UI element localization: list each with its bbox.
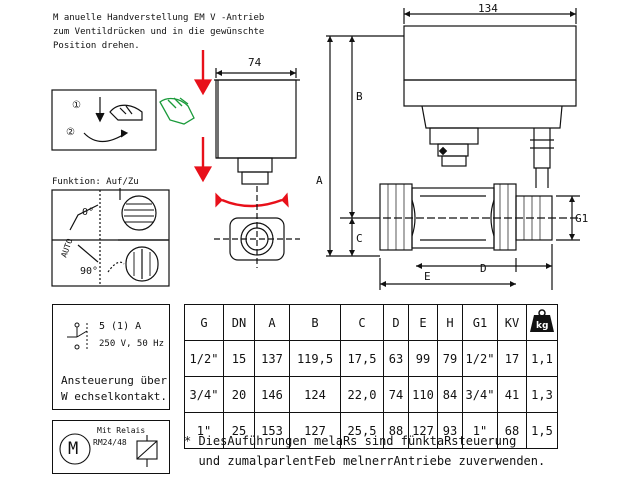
footnote-line-2: und zumalparlentFeb melnerrAntriebe zuve… xyxy=(184,454,546,468)
table-row: 1" 25 153 127 25,5 88 127 93 1" 68 1,5 xyxy=(184,412,558,449)
dim-C-label: C xyxy=(356,232,363,245)
table-cell: 79 xyxy=(437,340,463,377)
step-2-marker: ② xyxy=(66,127,75,138)
function-label: Funktion: Auf/Zu xyxy=(52,177,139,187)
small-actuator-housing xyxy=(215,79,297,159)
red-rotate-arrow xyxy=(221,198,283,208)
relay-caption-1: Ansteuerung über xyxy=(61,374,167,387)
instruction-line-2: zum Ventildrücken und in die gewünschte xyxy=(53,27,265,37)
table-cell: 137 xyxy=(254,340,290,377)
header-cell: C xyxy=(340,304,384,341)
green-hand-icon xyxy=(159,97,195,125)
header-cell: DN xyxy=(223,304,255,341)
table-cell: 127 xyxy=(289,412,341,449)
step-1-marker: ① xyxy=(72,100,81,111)
table-cell: 99 xyxy=(408,340,438,377)
push-arrowhead xyxy=(95,112,105,123)
dim-B-label: B xyxy=(356,90,363,103)
header-cell: E xyxy=(408,304,438,341)
table-row: 3/4" 20 146 124 22,0 74 110 84 3/4" 41 1… xyxy=(184,376,558,413)
relay-caption-2: W echselkontakt. xyxy=(61,390,167,403)
rotate-arrow xyxy=(83,132,127,143)
motor-symbol: M xyxy=(68,439,79,459)
weight-icon: kg xyxy=(526,304,558,341)
table-cell: 1,5 xyxy=(526,412,558,449)
header-cell: KV xyxy=(497,304,527,341)
dim-G1-label: G1 xyxy=(575,212,588,225)
table-cell: 1/2" xyxy=(462,340,498,377)
table-cell: 74 xyxy=(383,376,409,413)
table-cell: 93 xyxy=(437,412,463,449)
dim-D-label: D xyxy=(480,262,487,275)
table-cell: 3/4" xyxy=(184,376,224,413)
table-row: 1/2" 15 137 119,5 17,5 63 99 79 1/2" 17 … xyxy=(184,340,558,377)
angle-open-label: 0° xyxy=(82,207,94,218)
table-cell: 1/2" xyxy=(184,340,224,377)
relay-rating: 5 (1) A xyxy=(99,321,142,332)
header-cell: G1 xyxy=(462,304,498,341)
angle-closed-label: 90° xyxy=(80,266,98,277)
weight-label: kg xyxy=(536,321,548,331)
header-cell: G xyxy=(184,304,224,341)
relay-contact-box: 5 (1) A 250 V, 50 Hz Ansteuerung über W … xyxy=(52,304,170,410)
valve-right-nut xyxy=(493,183,517,251)
table-header-row: G DN A B C D E H G1 KV kg xyxy=(184,304,558,341)
table-cell: 146 xyxy=(254,376,290,413)
auto-lever xyxy=(69,204,99,231)
header-cell: H xyxy=(437,304,463,341)
table-cell: 17 xyxy=(497,340,527,377)
table-cell: 124 xyxy=(289,376,341,413)
ball-closed-icon xyxy=(125,246,159,282)
table-cell: 84 xyxy=(437,376,463,413)
table-cell: 88 xyxy=(383,412,409,449)
table-cell: 153 xyxy=(254,412,290,449)
table-cell: 20 xyxy=(223,376,255,413)
header-cell: A xyxy=(254,304,290,341)
table-cell: 25 xyxy=(223,412,255,449)
function-box xyxy=(51,189,170,287)
table-cell: 41 xyxy=(497,376,527,413)
motor-icon xyxy=(59,433,158,467)
hand-icon xyxy=(109,104,143,121)
table-cell: 63 xyxy=(383,340,409,377)
header-cell: D xyxy=(383,304,409,341)
table-cell: 3/4" xyxy=(462,376,498,413)
large-actuator-housing xyxy=(403,25,577,81)
motor-relay-line-2: RM24/48 xyxy=(93,438,127,447)
dim-74-label: 74 xyxy=(248,56,262,69)
dim-E-label: E xyxy=(424,270,431,283)
instruction-line-3: Position drehen. xyxy=(53,41,140,51)
table-cell: 15 xyxy=(223,340,255,377)
table-cell: 1" xyxy=(184,412,224,449)
table-cell: 68 xyxy=(497,412,527,449)
dim-A-label: A xyxy=(316,174,323,187)
header-cell: B xyxy=(289,304,341,341)
table-cell: 1,1 xyxy=(526,340,558,377)
table-cell: 110 xyxy=(408,376,438,413)
relay-voltage: 250 V, 50 Hz xyxy=(99,339,165,349)
instruction-line-1: M anuelle Handverstellung EM V -Antrieb xyxy=(53,13,265,23)
dim-134-label: 134 xyxy=(478,2,498,15)
table-cell: 22,0 xyxy=(340,376,384,413)
spec-table: G DN A B C D E H G1 KV kg 1/2" 15 137 11… xyxy=(184,304,558,449)
changeover-contact-icon xyxy=(67,322,88,350)
table-cell: 25,5 xyxy=(340,412,384,449)
footnote-line-1: * DiesAuführungen melaRs sind fünktaRste… xyxy=(184,434,517,448)
ball-open-icon xyxy=(121,195,157,231)
table-cell: 17,5 xyxy=(340,340,384,377)
motor-relay-box: M Mit Relais RM24/48 xyxy=(52,420,170,474)
table-cell: 127 xyxy=(408,412,438,449)
motor-relay-line-1: Mit Relais xyxy=(97,426,146,435)
table-cell: 1,3 xyxy=(526,376,558,413)
manual-step-box xyxy=(51,89,157,151)
table-cell: 119,5 xyxy=(289,340,341,377)
